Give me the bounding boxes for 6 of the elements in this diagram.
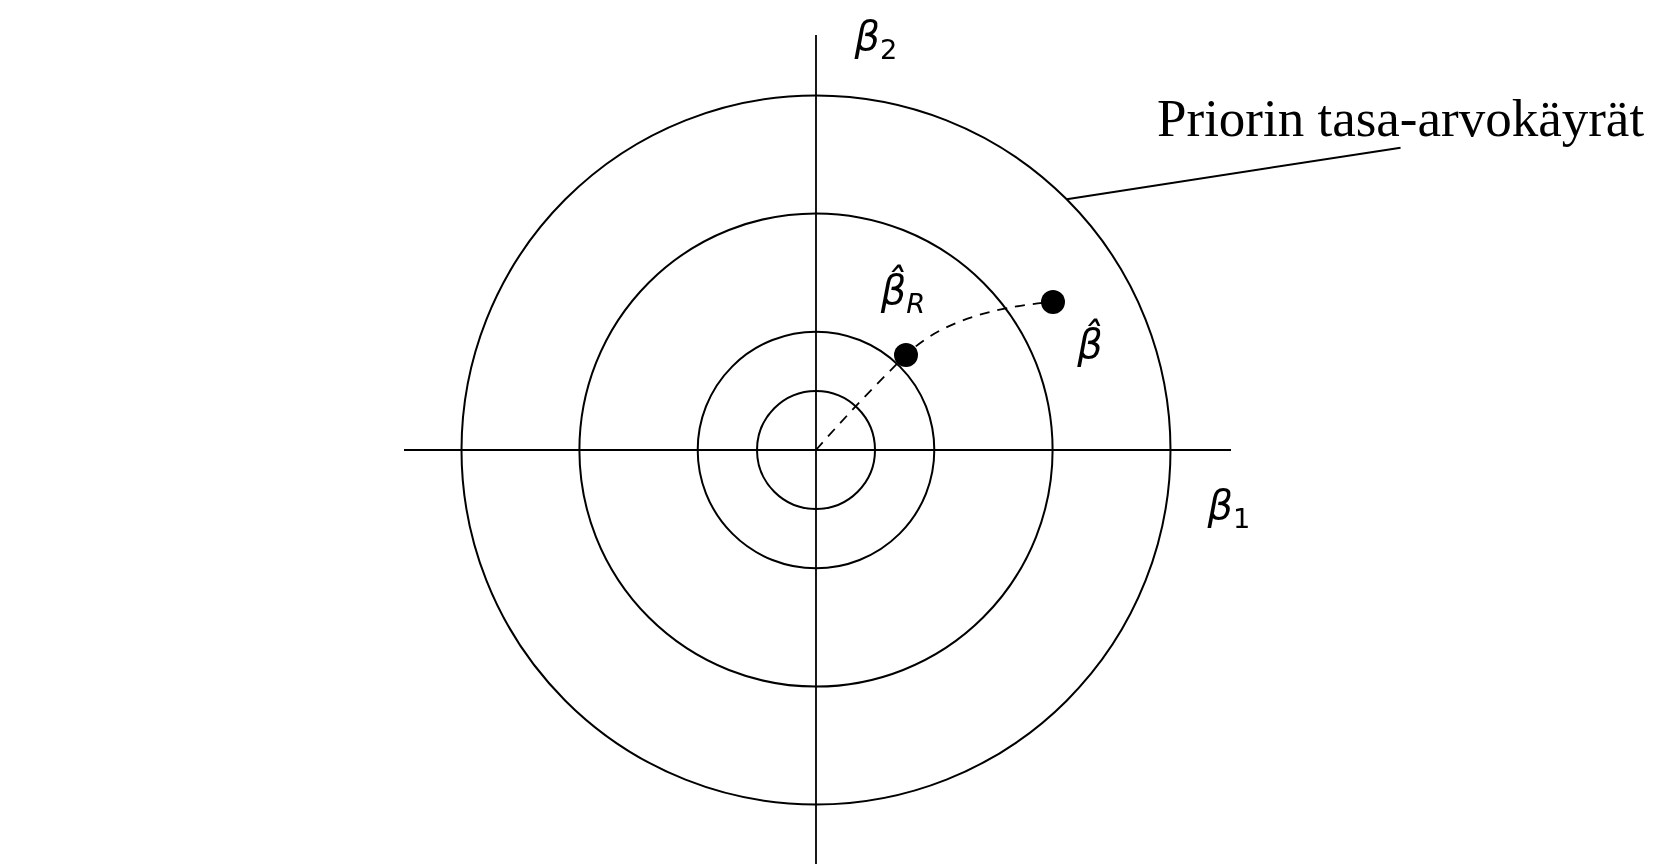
axis-label: β$_{2}$ xyxy=(853,12,899,66)
point-label: β̂$_{R}$ xyxy=(875,260,931,320)
leader-line xyxy=(1065,146,1402,201)
point-label: β̂ xyxy=(1072,314,1108,374)
axis-label: β$_{1}$ xyxy=(1206,481,1252,535)
callout-text: Priorin tasa-arvokäyrät xyxy=(1157,91,1645,147)
